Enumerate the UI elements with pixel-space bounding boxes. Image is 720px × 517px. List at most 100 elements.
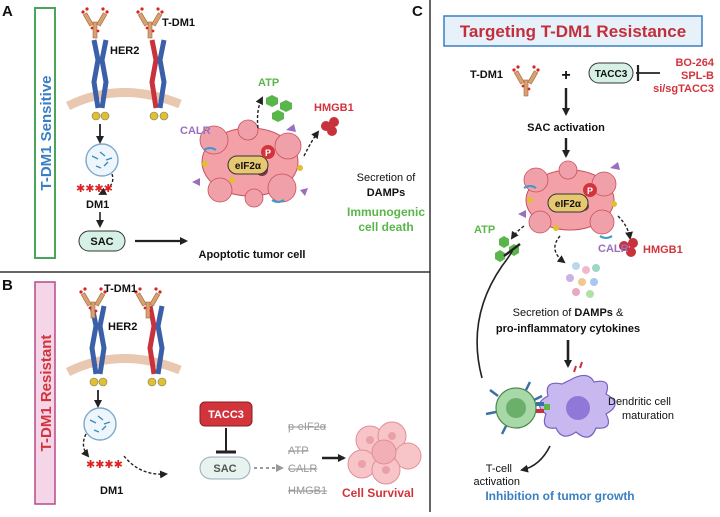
panel-a-side-box: [34, 7, 56, 259]
cell-survival-label: Cell Survival: [342, 486, 414, 500]
arrow: [510, 225, 525, 240]
icd-line2: cell death: [358, 220, 413, 234]
tacc3-label: TACC3: [595, 69, 628, 80]
struck-item: ATP: [288, 445, 309, 457]
her2-receptor-right: [149, 39, 169, 121]
tcell-line1: T-cell: [486, 463, 512, 475]
t-cell-icon: [485, 381, 543, 435]
panel-c-letter: C: [412, 3, 423, 20]
struck-item: CALR: [288, 463, 317, 475]
panel-c-title: Targeting T-DM1 Resistance: [460, 22, 686, 41]
tdm1-label: T-DM1: [162, 17, 195, 29]
hmgb1-label: HMGB1: [314, 102, 354, 114]
secretion-text-damps: DAMPs: [574, 307, 613, 319]
hmgb1-icon: [321, 117, 339, 136]
panel-b-side-box: [34, 281, 56, 505]
tdm1-antibody-icon: [511, 64, 541, 97]
secretion-line2: pro-inflammatory cytokines: [496, 323, 640, 335]
dendritic-cell-icon: [538, 374, 616, 438]
panel-a-side-label: T-DM1 Sensitive: [38, 75, 55, 190]
eif2a-label: eIF2α: [555, 199, 582, 210]
arrow: [98, 173, 114, 195]
arrow: [81, 433, 90, 458]
eif2a-label: eIF2α: [235, 161, 262, 172]
apoptotic-label: Apoptotic tumor cell: [199, 249, 306, 261]
arrow: [520, 445, 551, 473]
svg-text:✱✱✱✱: ✱✱✱✱: [76, 183, 113, 195]
inhibition-bar: [503, 243, 521, 257]
dc-line1: Dendritic cell: [608, 396, 671, 408]
her2-receptor-right: [147, 305, 167, 387]
arrow: [255, 96, 263, 129]
tcell-line2: activation: [474, 476, 520, 488]
tdm1-antibody-icon: [133, 286, 163, 319]
arrow: [123, 455, 168, 479]
tdm1-label: T-DM1: [470, 69, 503, 81]
endosome-icon: [85, 143, 119, 177]
tumor-cell-cluster-icon: [347, 421, 422, 485]
sac-label: SAC: [90, 236, 113, 248]
dm1-label: DM1: [100, 485, 123, 497]
tdm1-antibody-icon: [135, 6, 165, 39]
inhibition-growth-label: Inhibition of tumor growth: [485, 489, 634, 503]
arrow: [303, 130, 320, 157]
hmgb1-label: HMGB1: [643, 244, 683, 256]
panel-b-letter: B: [2, 277, 13, 294]
feedback-inhibition-line: [476, 249, 514, 379]
atp-icon: [495, 236, 519, 262]
atp-label: ATP: [474, 224, 495, 236]
sac-node: [78, 230, 126, 252]
panel-a: A T-DM1 Sensitive T-DM1 HER2 ✱✱✱✱: [2, 3, 425, 261]
arrow: [554, 235, 566, 264]
panel-b-side-label: T-DM1 Resistant: [38, 335, 55, 452]
damps-label: DAMPs: [367, 187, 406, 199]
sac-label: SAC: [213, 463, 236, 475]
phospho-label: P: [265, 148, 271, 158]
panel-c: C Targeting T-DM1 Resistance T-DM1 + TAC…: [412, 3, 715, 503]
struck-item: p-eIF2α: [288, 421, 327, 433]
panel-c-title-box: [443, 15, 703, 47]
atp-icon: [266, 95, 292, 122]
dc-line2: maturation: [622, 410, 674, 422]
phospho-icon: [583, 183, 597, 197]
panel-a-letter: A: [2, 3, 13, 20]
her2-label: HER2: [108, 321, 137, 333]
secretion-line1: Secretion of DAMPs &: [513, 307, 624, 319]
calr-label: CALR: [598, 243, 629, 255]
tacc3-label: TACC3: [208, 409, 244, 421]
dm1-icon: ✱✱✱✱: [86, 459, 123, 471]
phospho-label: P: [587, 186, 593, 196]
dm1-icon: ✱✱✱✱: [76, 183, 113, 195]
her2-receptor-left: [89, 305, 108, 387]
sac-node: [199, 456, 251, 480]
phospho-icon: [261, 145, 275, 159]
secretion-text-a: Secretion of: [513, 307, 575, 319]
endosome-icon: [83, 407, 117, 441]
atp-label: ATP: [258, 77, 279, 89]
synapse-icon: [536, 361, 583, 413]
tacc3-node: [199, 401, 253, 427]
tdm1-antibody-icon: [80, 6, 110, 39]
dm1-label: DM1: [86, 199, 109, 211]
tdm1-label: T-DM1: [104, 283, 137, 295]
secretion-of-label: Secretion of: [357, 172, 417, 184]
inhibitor-label: BO-264: [675, 57, 714, 69]
inhibitor-label: SPL-B: [681, 70, 714, 82]
her2-receptor-left: [91, 39, 110, 121]
secretion-text-c: &: [613, 307, 624, 319]
struck-item: HMGB1: [288, 485, 327, 497]
panel-b: B T-DM1 Resistant T-DM1 HER2 ✱✱✱✱ DM: [2, 277, 422, 505]
eif2a-node: [227, 155, 269, 175]
membrane: [65, 88, 182, 111]
inhibitor-label: si/sgTACC3: [653, 83, 714, 95]
calr-label: CALR: [180, 125, 211, 137]
svg-text:✱✱✱✱: ✱✱✱✱: [86, 459, 123, 471]
sac-activation-label: SAC activation: [527, 122, 605, 134]
her2-label: HER2: [110, 45, 139, 57]
cytokine-dots-icon: [566, 262, 600, 298]
icd-line1: Immunogenic: [347, 205, 425, 219]
tacc3-node: [588, 62, 634, 84]
arrow: [617, 215, 633, 240]
plus-sign: +: [561, 67, 570, 84]
